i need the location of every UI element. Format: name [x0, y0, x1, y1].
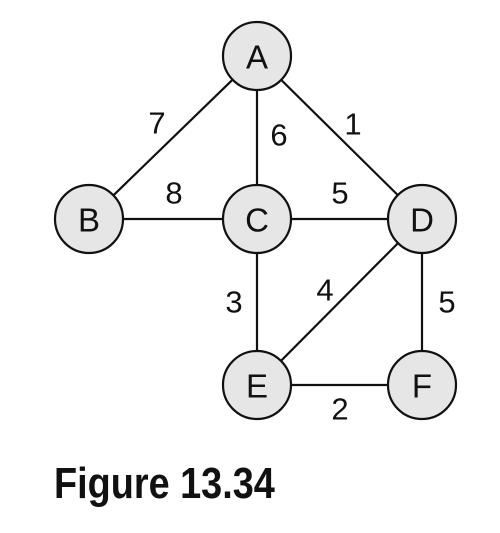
weights-layer: 7 6 1 8 5 3 4 5 2 [148, 106, 455, 427]
node-a: A [221, 20, 293, 92]
edge-weight-a-d: 1 [344, 107, 361, 142]
node-f: F [386, 349, 458, 421]
figure-caption: Figure 13.34 [54, 459, 275, 508]
node-circle [221, 183, 293, 255]
node-label: C [245, 202, 269, 239]
edge-weight-d-e: 4 [316, 273, 333, 308]
edge-weight-a-b: 7 [148, 106, 165, 141]
edge-weight-c-e: 3 [225, 285, 242, 320]
node-label: A [246, 39, 268, 76]
edge-weight-d-f: 5 [438, 285, 455, 320]
node-circle [386, 349, 458, 421]
node-label: B [78, 202, 100, 239]
node-b: B [53, 183, 125, 255]
node-circle [221, 20, 293, 92]
node-label: F [412, 368, 432, 405]
edge-a-d [256, 55, 423, 220]
node-c: C [221, 183, 293, 255]
edge-weight-e-f: 2 [331, 392, 348, 427]
nodes-layer: A B C D E F [53, 20, 458, 421]
edge-a-b [88, 55, 258, 220]
edge-weight-b-c: 8 [165, 176, 182, 211]
edge-weight-a-c: 6 [270, 118, 287, 153]
node-circle [221, 349, 293, 421]
edge-d-e [256, 218, 423, 386]
node-d: D [386, 183, 458, 255]
node-circle [53, 183, 125, 255]
node-e: E [221, 349, 293, 421]
node-circle [386, 183, 458, 255]
node-label: D [410, 202, 434, 239]
edge-weight-c-d: 5 [331, 176, 348, 211]
node-label: E [246, 368, 268, 405]
